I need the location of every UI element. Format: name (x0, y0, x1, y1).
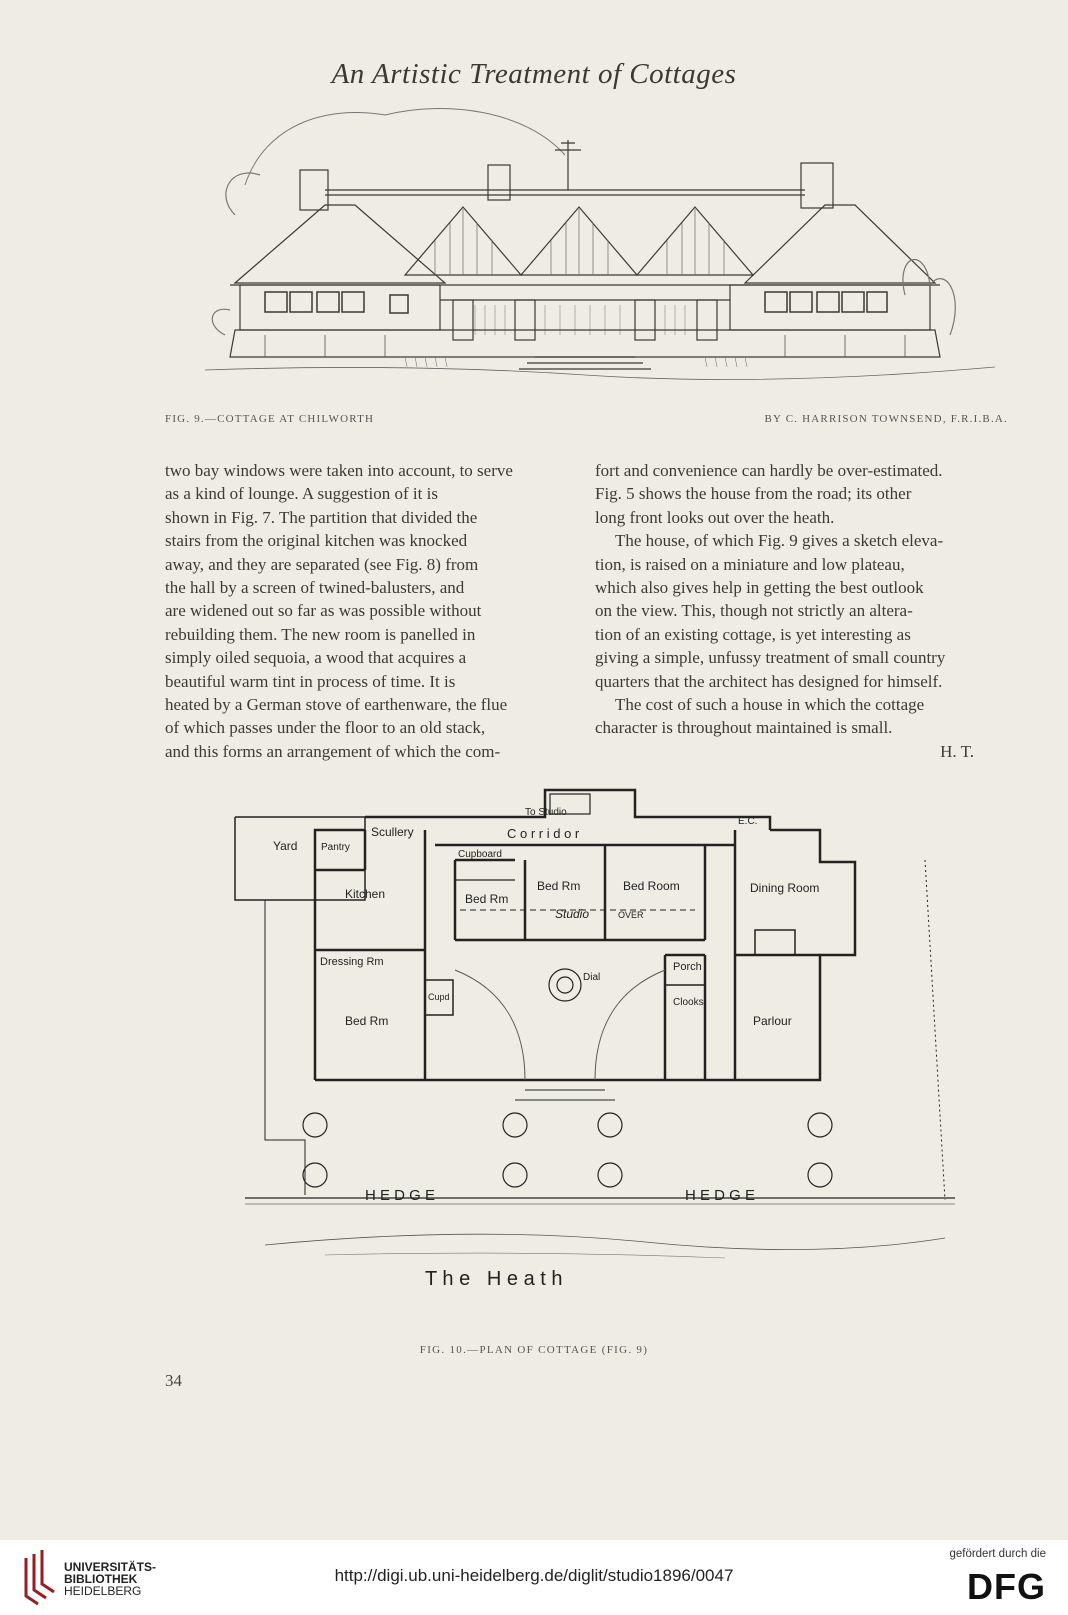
cottage-floor-plan: To Studio C o r r i d o r E.C. Yard Pant… (234, 788, 955, 1290)
text-line: character is throughout maintained is sm… (595, 718, 893, 738)
text-line: The cost of such a house in which the co… (615, 695, 925, 715)
text-line: quarters that the architect has designed… (595, 671, 943, 691)
plan-label-hedge-left: H E D G E (365, 1187, 435, 1204)
text-line: tion of an existing cottage, is yet inte… (595, 624, 911, 644)
page-number: 34 (165, 1371, 182, 1390)
plan-label-kitchen: Kitchen (345, 887, 385, 901)
permalink-url[interactable]: http://digi.ub.uni-heidelberg.de/diglit/… (334, 1566, 734, 1585)
text-line: The house, of which Fig. 9 gives a sketc… (615, 531, 944, 551)
plan-label-the-heath: T h e H e a t h (425, 1268, 562, 1290)
library-line: HEIDELBERG (64, 1584, 142, 1598)
plan-label-bed-rm-1: Bed Rm (465, 892, 508, 906)
digitization-footer: UNIVERSITÄTS- BIBLIOTHEK HEIDELBERG http… (0, 1540, 1068, 1615)
plan-label-cups: Cupd (428, 992, 450, 1002)
plan-label-bed-room: Bed Room (623, 879, 680, 893)
scanned-page: An Artistic Treatment of Cottages (165, 58, 1008, 1390)
funding-note: gefördert durch die (949, 1548, 1046, 1560)
text-line: giving a simple, unfussy treatment of sm… (595, 648, 946, 668)
text-column-right: fort and convenience can hardly be over-… (595, 459, 1000, 763)
text-line: fort and convenience can hardly be over-… (595, 461, 943, 480)
figure9-caption: FIG. 9.—COTTAGE AT CHILWORTH (165, 413, 375, 425)
text-line: the hall by a screen of twined-balusters… (165, 578, 465, 598)
figure10-caption: FIG. 10.—PLAN OF COTTAGE (FIG. 9) (419, 1344, 649, 1356)
library-line: BIBLIOTHEK (64, 1572, 138, 1586)
text-line: rebuilding them. The new room is panelle… (165, 624, 476, 644)
cottage-elevation-sketch (205, 108, 996, 380)
plan-label-hedge-right: H E D G E (685, 1187, 755, 1204)
author-initials: H. T. (940, 741, 974, 761)
plan-label-dining-room: Dining Room (750, 881, 819, 895)
library-logo-icon (24, 1550, 55, 1606)
plan-label-parlour: Parlour (753, 1014, 792, 1028)
plan-label-dial: Dial (583, 972, 600, 983)
text-line: tion, is raised on a miniature and low p… (595, 554, 905, 574)
text-line: of which passes under the floor to an ol… (165, 718, 486, 738)
plan-label-bed-rm-2: Bed Rm (537, 879, 580, 893)
plan-label-cupboard: Cupboard (458, 849, 502, 860)
text-line: two bay windows were taken into account,… (165, 461, 513, 480)
text-line: shown in Fig. 7. The partition that divi… (165, 507, 478, 527)
plan-label-studio: Studio (555, 907, 589, 921)
text-line: stairs from the original kitchen was kno… (165, 531, 468, 551)
plan-label-yard: Yard (273, 839, 297, 853)
text-column-left: two bay windows were taken into account,… (165, 459, 567, 763)
text-line: on the view. This, though not strictly a… (595, 601, 913, 621)
plan-label-wc: E.C. (738, 816, 757, 827)
plan-label-clooks: Clooks (673, 997, 704, 1008)
text-line: long front looks out over the heath. (595, 507, 835, 527)
plan-label-dressing-rm: Dressing Rm (320, 956, 384, 968)
text-line: Fig. 5 shows the house from the road; it… (595, 484, 912, 504)
text-line: beautiful warm tint in process of time. … (165, 671, 456, 691)
library-line: UNIVERSITÄTS- (64, 1560, 157, 1574)
text-line: heated by a German stove of earthenware,… (165, 695, 508, 715)
plan-label-porch: Porch (673, 961, 702, 973)
text-line: as a kind of lounge. A suggestion of it … (165, 484, 438, 504)
running-title: An Artistic Treatment of Cottages (331, 58, 737, 90)
plan-label-corridor: C o r r i d o r (507, 826, 580, 841)
dfg-logo: DFG (967, 1566, 1046, 1607)
plan-label-pantry: Pantry (321, 842, 350, 853)
plan-label-to-studio: To Studio (525, 807, 567, 818)
text-line: which also gives help in getting the bes… (595, 578, 924, 598)
plan-label-over: OVER (618, 910, 644, 920)
plan-label-scullery: Scullery (371, 825, 414, 839)
library-name: UNIVERSITÄTS- BIBLIOTHEK HEIDELBERG (64, 1561, 156, 1597)
plan-label-bed-rm-3: Bed Rm (345, 1014, 388, 1028)
text-line: are widened out so far as was possible w… (165, 601, 482, 621)
figure9-credit: BY C. HARRISON TOWNSEND, F.R.I.B.A. (764, 413, 1008, 425)
text-line: away, and they are separated (see Fig. 8… (165, 554, 479, 574)
text-line: and this forms an arrangement of which t… (165, 741, 501, 761)
text-line: simply oiled sequoia, a wood that acquir… (165, 648, 467, 668)
